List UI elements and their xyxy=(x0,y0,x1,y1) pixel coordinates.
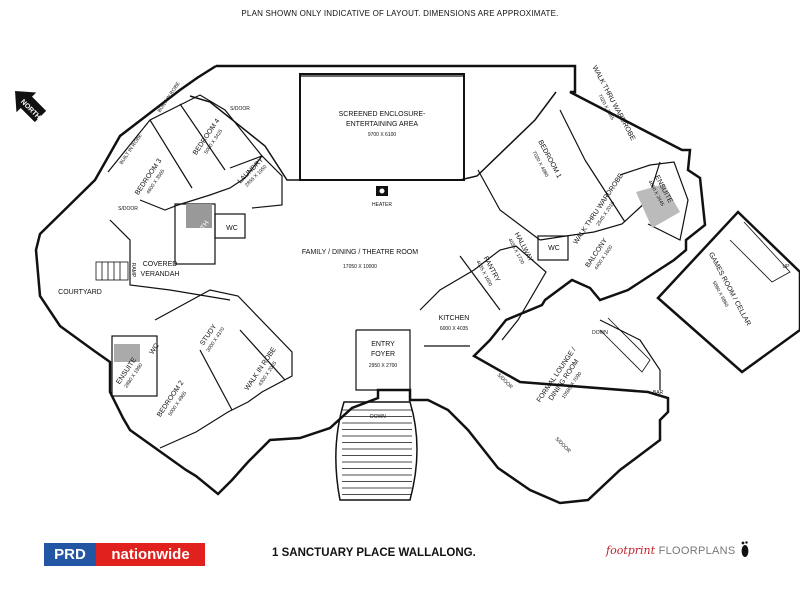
family-dim: 17050 X 10000 xyxy=(343,264,377,270)
room-labels: SCREENED ENCLOSURE- ENTERTAINING AREA 97… xyxy=(58,65,790,455)
entry-dim: 2950 X 2700 xyxy=(369,363,398,369)
sdoor-label-4: S/DOOR xyxy=(554,436,572,454)
games-label: GAMES ROOM / CELLAR xyxy=(707,251,752,327)
built-in-robe-label-2: BUILT IN ROBE xyxy=(157,80,182,113)
footprint-icon xyxy=(741,541,749,557)
property-address: 1 SANCTUARY PLACE WALLALONG. xyxy=(272,547,476,559)
bar-label: BAR xyxy=(653,390,664,396)
north-arrow-icon: NORTH xyxy=(15,91,47,123)
screened-label-1: SCREENED ENCLOSURE- xyxy=(339,111,426,118)
footprint-logo-part2: FLOORPLANS xyxy=(658,545,736,557)
screened-label-2: ENTERTAINING AREA xyxy=(346,121,418,128)
wc-left2-label: WC xyxy=(149,342,161,356)
footprint-floorplans-logo: footprint FLOORPLANS xyxy=(606,544,736,557)
kitchen-label: KITCHEN xyxy=(439,315,470,322)
down-label-formal: DOWN xyxy=(592,330,608,336)
formal-stair xyxy=(599,317,651,373)
wtw-top-label: WALK THRU WARDROBE xyxy=(591,65,637,143)
sdoor-label-2: S/DOOR xyxy=(118,206,138,212)
entry-label-2: FOYER xyxy=(371,351,395,358)
stairs-down-label: DOWN xyxy=(370,414,386,420)
ensuite-shade xyxy=(636,184,680,228)
ramp-stair xyxy=(95,261,129,281)
sdoor-label-1: S/DOOR xyxy=(230,106,250,112)
kitchen-dim: 6000 X 4035 xyxy=(440,326,469,332)
covered-label-1: COVERED xyxy=(143,261,178,268)
exterior-walls xyxy=(34,64,707,505)
interior-walls xyxy=(107,75,689,449)
prd-nationwide-logo: PRD nationwide xyxy=(44,543,205,566)
footprint-logo-part1: footprint xyxy=(606,544,659,557)
heater-flame-icon xyxy=(379,188,385,194)
ensuite-left-shade xyxy=(114,344,140,362)
outer-wall xyxy=(34,64,707,505)
up-label: UP xyxy=(783,264,791,270)
heater-label: HEATER xyxy=(372,202,392,208)
bath-shade xyxy=(186,204,212,228)
screened-dim: 9700 X 6100 xyxy=(368,132,397,138)
prd-logo-part1: PRD xyxy=(44,543,96,566)
main-staircase xyxy=(335,401,418,501)
family-label: FAMILY / DINING / THEATRE ROOM xyxy=(302,249,418,256)
wc-left-label: WC xyxy=(226,225,238,232)
disclaimer-text: PLAN SHOWN ONLY INDICATIVE OF LAYOUT. DI… xyxy=(241,9,559,18)
entry-label-1: ENTRY xyxy=(371,341,395,348)
games-room xyxy=(656,210,800,374)
covered-label-2: VERANDAH xyxy=(141,271,180,278)
courtyard-label: COURTYARD xyxy=(58,289,102,296)
wc-right-label: WC xyxy=(548,245,560,252)
ramp-label: RAMP xyxy=(130,263,136,278)
prd-logo-part2: nationwide xyxy=(96,543,205,566)
screened-enclosure-wall xyxy=(299,73,465,181)
sdoor-label-3: S/DOOR xyxy=(496,372,514,390)
built-in-robe-label-1: BUILT IN ROBE xyxy=(119,132,144,165)
